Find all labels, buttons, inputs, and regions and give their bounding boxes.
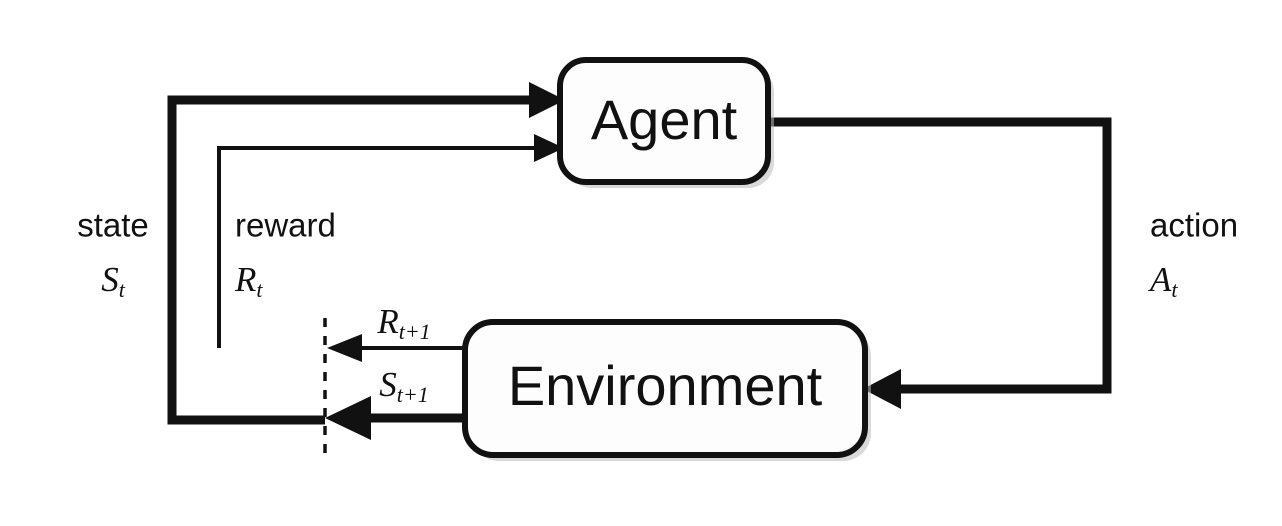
node-environment[interactable]: Environment (462, 319, 871, 461)
label-next-state-subscript: t+1 (397, 382, 429, 407)
edge-next-state-arrowhead (325, 396, 371, 440)
label-action-symbol: At (1148, 260, 1178, 302)
label-next-reward-base: R (376, 302, 398, 341)
edge-next-reward (327, 334, 466, 362)
edge-reward-arrowhead (534, 134, 564, 162)
label-next-state: St+1 (379, 365, 428, 407)
label-state: state St (77, 207, 149, 302)
label-next-reward: Rt+1 (376, 302, 430, 344)
edge-reward (217, 134, 564, 348)
label-reward-symbol-base: R (234, 260, 256, 299)
edge-state-arrowhead (529, 82, 565, 118)
environment-box-fill (465, 322, 865, 455)
edge-next-reward-arrowhead (327, 334, 362, 362)
node-agent[interactable]: Agent (557, 57, 774, 188)
label-state-word: state (77, 207, 149, 244)
label-action: action At (1148, 207, 1238, 302)
label-reward: reward Rt (234, 207, 336, 302)
label-state-symbol-base: S (101, 260, 119, 299)
edge-next-state (325, 396, 466, 440)
environment-label: Environment (508, 354, 823, 417)
label-state-symbol-subscript: t (119, 277, 126, 302)
edge-action (770, 117, 1112, 409)
label-action-symbol-subscript: t (1171, 277, 1178, 302)
label-state-symbol: St (101, 260, 126, 302)
label-next-state-base: S (379, 365, 397, 404)
edge-state (167, 82, 565, 425)
label-reward-symbol: Rt (234, 260, 263, 302)
label-reward-symbol-subscript: t (256, 277, 263, 302)
label-reward-word: reward (235, 207, 336, 244)
edge-action-line (770, 117, 1112, 394)
edge-action-arrowhead (863, 369, 901, 409)
label-next-reward-subscript: t+1 (399, 319, 431, 344)
label-action-word: action (1150, 207, 1238, 244)
edge-state-line (167, 95, 529, 425)
environment-box-border (462, 319, 868, 458)
agent-box-border (557, 57, 771, 185)
label-action-symbol-base: A (1148, 260, 1172, 299)
edge-reward-line (217, 146, 534, 348)
agent-box-fill (560, 60, 768, 182)
agent-label: Agent (591, 88, 738, 151)
